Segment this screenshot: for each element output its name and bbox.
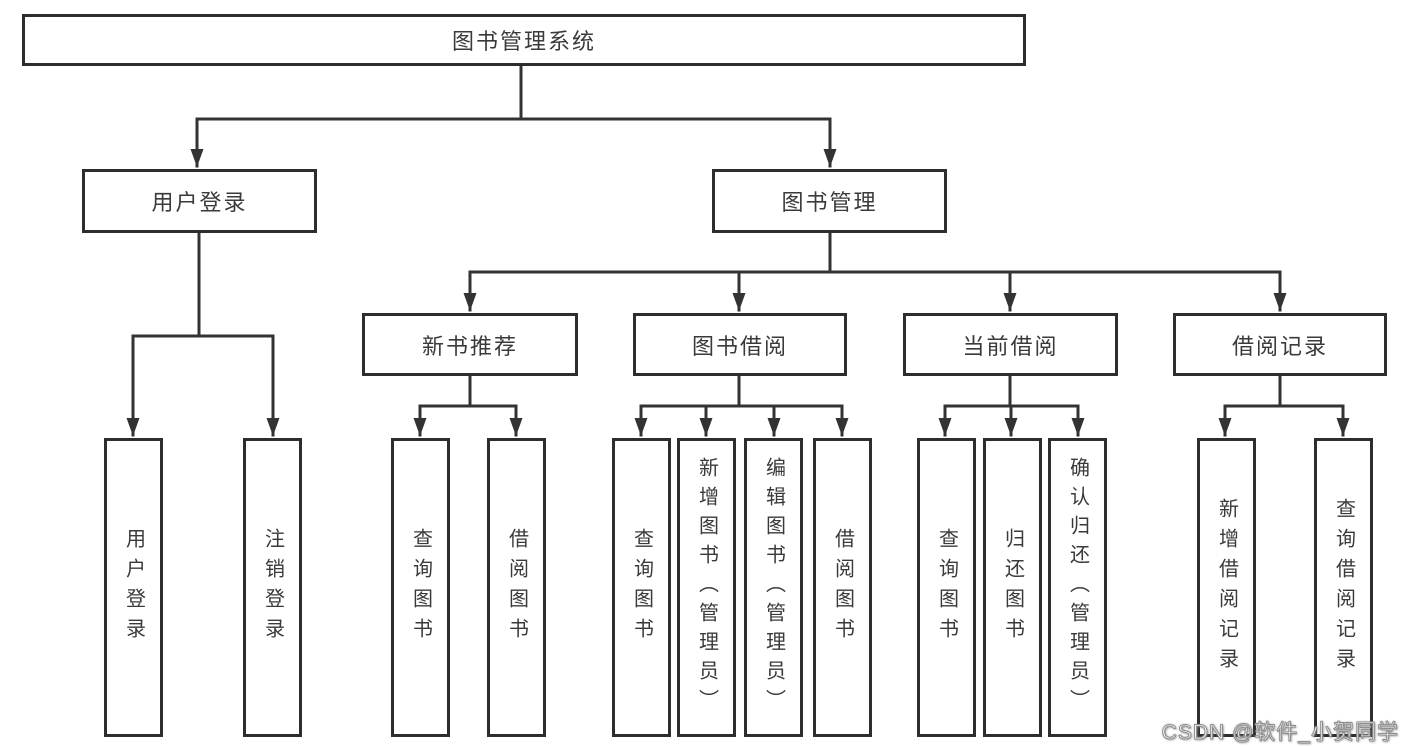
leaf-query-books-recommend: 查询图书 [391, 438, 450, 737]
connector-book-management [463, 231, 1287, 312]
node-user-login-label: 用户登录 [151, 190, 248, 215]
leaf-add-borrow-record-label: 新增借阅记录 [1215, 497, 1238, 678]
leaf-logout: 注销登录 [243, 438, 302, 737]
connector-user-login [126, 231, 280, 437]
node-book-borrow-label: 图书借阅 [691, 333, 788, 359]
leaf-query-borrow-record-label: 查询借阅记录 [1332, 497, 1355, 678]
leaf-query-books-current-label: 查询图书 [935, 527, 958, 648]
leaf-add-borrow-record: 新增借阅记录 [1197, 438, 1256, 737]
leaf-logout-label: 注销登录 [261, 527, 284, 648]
leaf-borrow-books-recommend-label: 借阅图书 [505, 527, 528, 648]
node-root-label: 图书管理系统 [451, 29, 596, 54]
leaf-user-login: 用户登录 [104, 438, 163, 737]
leaf-query-books-recommend-label: 查询图书 [409, 527, 432, 648]
node-borrow-records-label: 借阅记录 [1231, 333, 1328, 359]
node-book-management-label: 图书管理 [781, 190, 878, 215]
leaf-return-books: 归还图书 [983, 438, 1042, 737]
connector-borrow-records [1218, 374, 1350, 437]
leaf-return-books-label: 归还图书 [1001, 527, 1024, 648]
leaf-borrow-books-label: 借阅图书 [831, 527, 854, 648]
node-user-login: 用户登录 [82, 169, 317, 233]
leaf-borrow-books: 借阅图书 [813, 438, 872, 737]
leaf-borrow-books-recommend: 借阅图书 [487, 438, 546, 737]
node-borrow-records: 借阅记录 [1173, 313, 1387, 376]
leaf-confirm-return-admin: 确认归还（管理员） [1048, 438, 1107, 737]
leaf-query-books-current: 查询图书 [917, 438, 976, 737]
node-current-borrow-label: 当前借阅 [962, 333, 1059, 359]
node-new-book-recommend: 新书推荐 [362, 313, 578, 376]
node-book-management: 图书管理 [712, 169, 947, 233]
leaf-confirm-return-admin-label: 确认归还（管理员） [1066, 457, 1089, 718]
connector-current-borrow [938, 374, 1085, 437]
connector-new-book-recommend [413, 374, 523, 437]
node-book-borrow: 图书借阅 [633, 313, 847, 376]
connector-book-borrow [634, 374, 849, 437]
watermark: CSDN @软件_小贺同学 [1161, 721, 1399, 745]
leaf-add-books-admin-label: 新增图书（管理员） [695, 457, 718, 718]
leaf-edit-books-admin: 编辑图书（管理员） [744, 438, 803, 737]
node-current-borrow: 当前借阅 [903, 313, 1118, 376]
leaf-add-books-admin: 新增图书（管理员） [677, 438, 736, 737]
node-new-book-recommend-label: 新书推荐 [421, 333, 518, 359]
leaf-user-login-label: 用户登录 [122, 527, 145, 648]
leaf-edit-books-admin-label: 编辑图书（管理员） [762, 457, 785, 718]
leaf-query-books-borrow: 查询图书 [612, 438, 671, 737]
leaf-query-books-borrow-label: 查询图书 [630, 527, 653, 648]
connector-root [190, 64, 837, 168]
node-root: 图书管理系统 [22, 14, 1026, 66]
leaf-query-borrow-record: 查询借阅记录 [1314, 438, 1373, 737]
